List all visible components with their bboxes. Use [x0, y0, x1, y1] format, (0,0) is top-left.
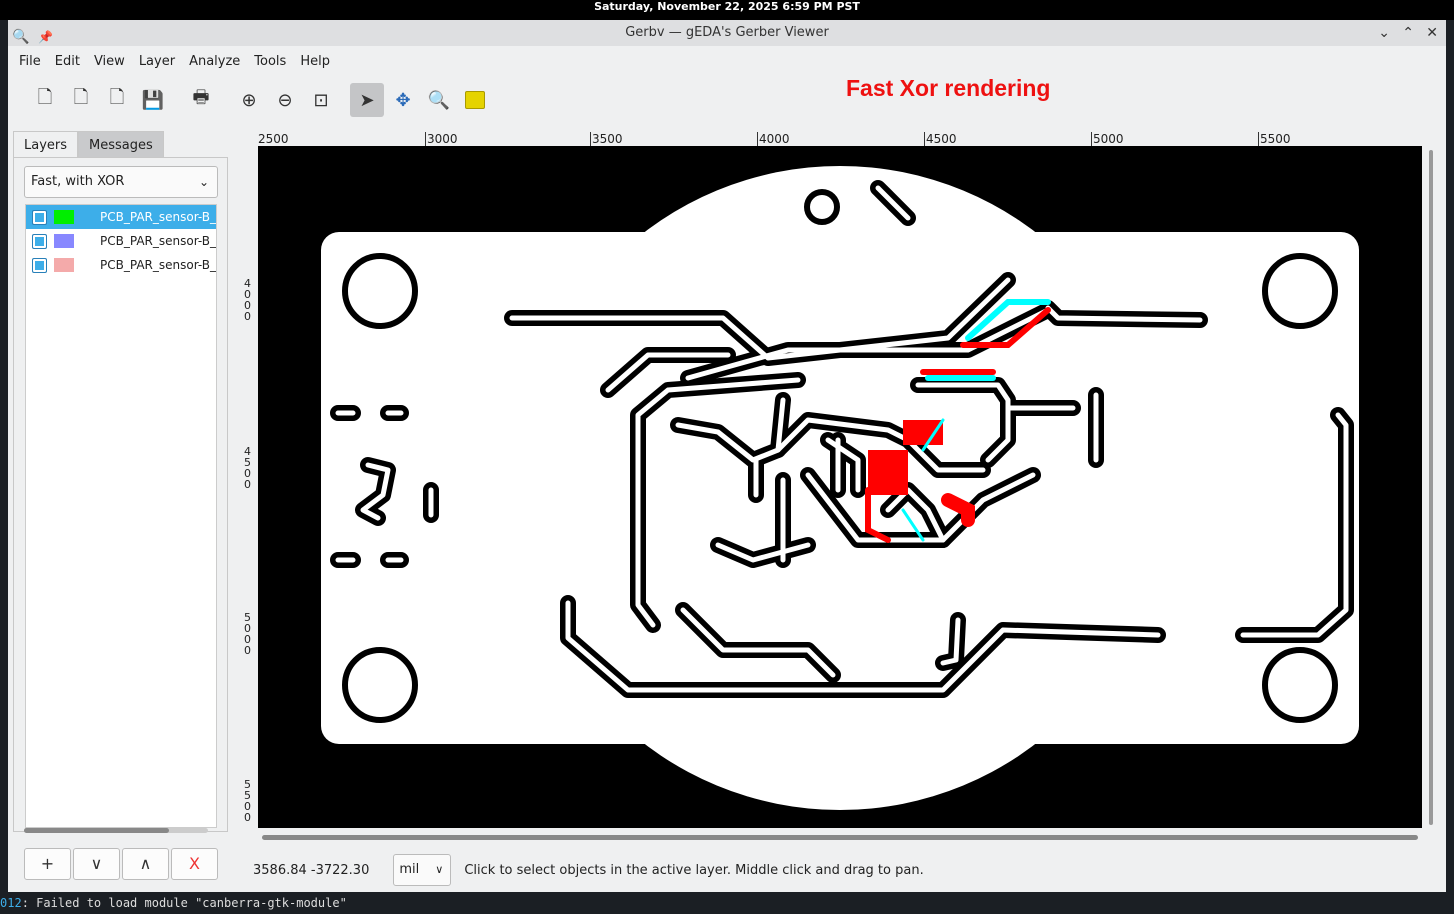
layer-name: PCB_PAR_sensor-B_ — [100, 258, 216, 272]
tab-layers[interactable]: Layers — [13, 131, 79, 159]
ruler-label: 4000 — [757, 132, 790, 146]
mounting-holes — [342, 189, 1338, 723]
status-message: Click to select objects in the active la… — [464, 862, 924, 878]
chevron-down-icon: ⌄ — [198, 175, 209, 189]
menu-view[interactable]: View — [93, 53, 125, 69]
layer-visibility-checkbox[interactable] — [32, 209, 47, 225]
zoom-tool-button[interactable]: 🔍 — [422, 83, 456, 117]
canvas-horizontal-scrollbar[interactable] — [262, 835, 1418, 840]
zoom-out-button[interactable]: ⊖ — [268, 83, 302, 117]
close-button[interactable]: ✕ — [1426, 25, 1438, 41]
move-layer-up-button[interactable]: ∧ — [122, 848, 169, 880]
xor-difference-regions — [865, 299, 1051, 543]
zoom-in-button[interactable]: ⊕ — [232, 83, 266, 117]
layer-row[interactable]: PCB_PAR_sensor-B_ — [26, 229, 216, 253]
menu-help[interactable]: Help — [300, 53, 330, 69]
pointer-icon: ➤ — [359, 89, 375, 111]
overlay-caption: Fast Xor rendering — [846, 75, 1051, 101]
ruler-icon — [465, 91, 485, 109]
unit-select[interactable]: mil ∨ — [393, 854, 452, 886]
zoom-out-icon: ⊖ — [277, 89, 293, 111]
ruler-label: 5000 — [1091, 132, 1124, 146]
canvas-vertical-scrollbar[interactable] — [1429, 150, 1433, 825]
remove-layer-button[interactable]: X — [171, 848, 218, 880]
menu-tools[interactable]: Tools — [254, 53, 287, 69]
terminal-line-number: 012 — [0, 896, 22, 910]
layer-visibility-checkbox[interactable] — [32, 233, 47, 249]
magnifier-icon: 🔍 — [427, 89, 451, 111]
copper-traces — [330, 180, 1354, 698]
layer-visibility-checkbox[interactable] — [32, 257, 47, 273]
terminal-output: 012: Failed to load module "canberra-gtk… — [0, 896, 347, 910]
add-layer-button[interactable]: + — [24, 848, 71, 880]
ruler-label: 4000 — [244, 277, 251, 323]
window-title: Gerbv — gEDA's Gerber Viewer — [625, 25, 829, 40]
open-project-button[interactable]: 🗋 — [64, 83, 98, 117]
layer-name: PCB_PAR_sensor-B_ — [100, 234, 216, 248]
ruler-label: 5500 — [244, 778, 251, 824]
revert-button[interactable]: 🗋 — [100, 83, 134, 117]
layer-color-swatch[interactable] — [54, 234, 74, 248]
chevron-down-icon: ∨ — [435, 863, 444, 876]
move-layer-down-button[interactable]: ∨ — [73, 848, 120, 880]
pin-icon[interactable]: 📌 — [38, 30, 53, 44]
unit-value: mil — [399, 862, 420, 877]
pointer-tool-button[interactable]: ➤ — [350, 83, 384, 117]
ruler-label: 2500 — [258, 132, 289, 146]
zoom-fit-button[interactable]: ⊡ — [304, 83, 338, 117]
revert-icon: 🗋 — [109, 87, 125, 108]
print-icon: 🖶 — [192, 87, 210, 108]
pan-tool-button[interactable]: ✥ — [386, 83, 420, 117]
layer-name: PCB_PAR_sensor-B_ — [100, 210, 216, 224]
render-mode-value: Fast, with XOR — [31, 174, 125, 189]
ruler-label: 5500 — [1258, 132, 1291, 146]
menu-edit[interactable]: Edit — [54, 53, 80, 69]
ruler-label: 4500 — [924, 132, 957, 146]
new-file-icon: 🗋 — [37, 87, 53, 108]
open-file-icon: 🗋 — [73, 87, 89, 108]
layer-row[interactable]: PCB_PAR_sensor-B_ — [26, 253, 216, 277]
layer-list-scrollbar[interactable] — [24, 828, 208, 833]
status-bar: 3586.84 -3722.30 mil ∨ Click to select ob… — [253, 854, 924, 886]
layer-color-swatch[interactable] — [54, 258, 74, 272]
ruler-label: 3000 — [425, 132, 458, 146]
title-bar: 🔍 📌 Gerbv — gEDA's Gerber Viewer ⌄ ⌃ ✕ — [8, 20, 1446, 46]
save-icon: 💾 — [141, 89, 165, 111]
menu-bar: File Edit View Layer Analyze Tools Help — [8, 46, 1446, 76]
save-button[interactable]: 💾 — [136, 83, 170, 117]
app-icon: 🔍 — [12, 29, 30, 45]
vertical-ruler: 4000 4500 5000 5500 — [243, 146, 257, 830]
print-button[interactable]: 🖶 — [184, 83, 218, 117]
ruler-label: 4500 — [244, 445, 251, 491]
terminal-line-text: : Failed to load module "canberra-gtk-mo… — [21, 896, 347, 910]
cursor-coordinates: 3586.84 -3722.30 — [253, 862, 370, 878]
ruler-label: 5000 — [244, 611, 251, 657]
tab-messages[interactable]: Messages — [78, 131, 164, 159]
layer-list: PCB_PAR_sensor-B_ PCB_PAR_sensor-B_ PCB_… — [25, 204, 217, 828]
pcb-render — [321, 166, 1359, 810]
menu-analyze[interactable]: Analyze — [189, 53, 241, 69]
menu-layer[interactable]: Layer — [138, 53, 176, 69]
zoom-fit-icon: ⊡ — [313, 89, 329, 111]
maximize-button[interactable]: ⌃ — [1402, 25, 1414, 41]
layer-color-swatch[interactable] — [54, 210, 74, 224]
layers-panel: Fast, with XOR ⌄ PCB_PAR_sensor-B_ PCB_PA… — [13, 157, 228, 832]
toolbar: 🗋 🗋 🗋 💾 🖶 ⊕ ⊖ ⊡ ➤ ✥ 🔍 — [28, 82, 494, 118]
gerber-canvas[interactable] — [258, 146, 1422, 828]
horizontal-ruler: 2500 3000 3500 4000 4500 5000 5500 — [243, 132, 1423, 146]
ruler-label: 3500 — [590, 132, 623, 146]
system-clock: Saturday, November 22, 2025 6:59 PM PST — [0, 0, 1454, 20]
render-mode-select[interactable]: Fast, with XOR ⌄ — [24, 166, 218, 198]
gerbv-window: 🔍 📌 Gerbv — gEDA's Gerber Viewer ⌄ ⌃ ✕ F… — [8, 20, 1446, 892]
move-icon: ✥ — [395, 89, 411, 111]
minimize-button[interactable]: ⌄ — [1378, 25, 1390, 41]
menu-file[interactable]: File — [19, 53, 41, 69]
new-project-button[interactable]: 🗋 — [28, 83, 62, 117]
zoom-in-icon: ⊕ — [241, 89, 257, 111]
measure-tool-button[interactable] — [458, 83, 492, 117]
layer-row[interactable]: PCB_PAR_sensor-B_ — [26, 205, 216, 229]
